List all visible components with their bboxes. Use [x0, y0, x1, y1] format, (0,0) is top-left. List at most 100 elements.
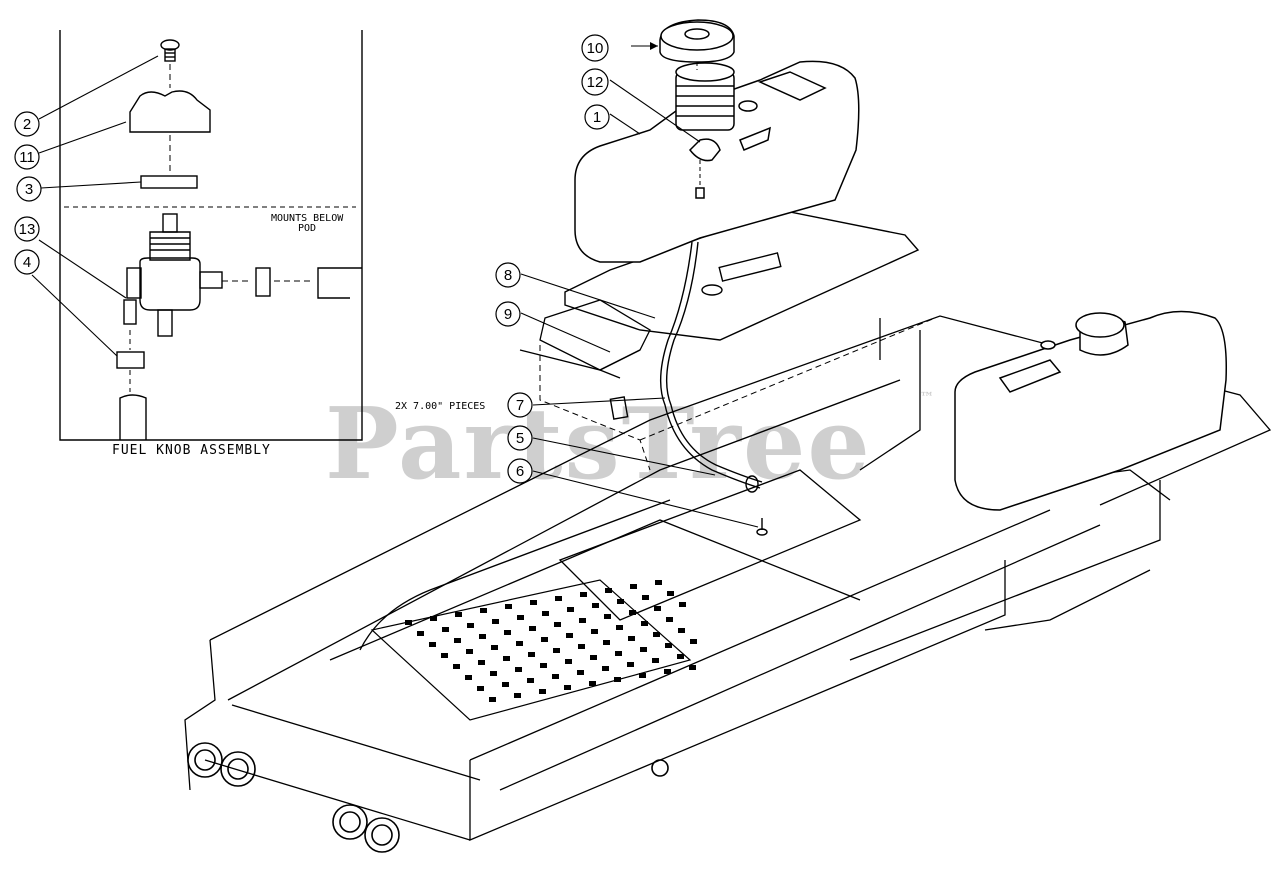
- deck-hole: [454, 638, 461, 643]
- callout-1[interactable]: 1: [584, 104, 610, 130]
- installed-fuel-tank: [954, 310, 1228, 511]
- fuel-knob-assembly-inset: [59, 30, 363, 441]
- callout-1-label: 1: [593, 109, 601, 126]
- deck-hole: [504, 630, 511, 635]
- pod-outline: [317, 267, 362, 299]
- deck-grid: [370, 579, 692, 721]
- callout-5[interactable]: 5: [507, 425, 533, 451]
- callout-6[interactable]: 6: [507, 458, 533, 484]
- deck-hole: [667, 591, 674, 596]
- deck-hole: [641, 621, 648, 626]
- deck-hole: [614, 677, 621, 682]
- deck-hole: [552, 674, 559, 679]
- deck-hole: [480, 608, 487, 613]
- deck-hole: [555, 596, 562, 601]
- deck-hole: [604, 614, 611, 619]
- deck-hole: [441, 653, 448, 658]
- deck-hole: [465, 675, 472, 680]
- deck-hole: [566, 633, 573, 638]
- inset-border: [59, 30, 363, 441]
- leader-lines: [31, 45, 759, 528]
- deck-hole: [577, 670, 584, 675]
- deck-hole: [455, 612, 462, 617]
- deck-hole: [565, 659, 572, 664]
- caster-front-right-outer: [332, 804, 368, 840]
- deck-hole: [603, 640, 610, 645]
- deck-hole: [527, 678, 534, 683]
- deck-hole: [516, 641, 523, 646]
- deck-hole: [666, 617, 673, 622]
- casters: [187, 742, 669, 853]
- deck-hole: [540, 663, 547, 668]
- callout-10[interactable]: 10: [581, 34, 609, 62]
- deck-holes: [405, 580, 697, 702]
- watermark-text: PartsTree: [325, 387, 872, 502]
- caster-front-left-inner: [220, 751, 256, 787]
- caster-front-right-inner: [364, 817, 400, 853]
- deck-hole: [492, 619, 499, 624]
- callout-7[interactable]: 7: [507, 392, 533, 418]
- callout-12[interactable]: 13: [14, 216, 40, 242]
- callout-11-label: 11: [19, 149, 35, 166]
- deck-hole: [629, 610, 636, 615]
- deck-hole: [430, 616, 437, 621]
- deck-hole: [542, 611, 549, 616]
- fuel-line-drawing: [609, 241, 768, 536]
- deck-hole: [591, 629, 598, 634]
- deck-hole: [554, 622, 561, 627]
- callout-4[interactable]: 4: [14, 249, 40, 275]
- deck-hole: [539, 689, 546, 694]
- pieces-annotation: 2X 7.00" PIECES: [395, 401, 485, 412]
- deck-hole: [467, 623, 474, 628]
- deck-hole: [579, 618, 586, 623]
- callout-3[interactable]: 3: [16, 176, 42, 202]
- deck-hole: [652, 658, 659, 663]
- deck-hole: [655, 580, 662, 585]
- deck-hole: [616, 625, 623, 630]
- clamp-drawing: [116, 351, 145, 369]
- deck-hole: [678, 628, 685, 633]
- callout-11[interactable]: 11: [14, 144, 40, 170]
- deck-hole: [529, 626, 536, 631]
- inset-title: FUEL KNOB ASSEMBLY: [112, 443, 271, 458]
- deck-hole: [689, 665, 696, 670]
- deck-hole: [590, 655, 597, 660]
- knob-drawing: [129, 90, 211, 133]
- deck-hole: [642, 595, 649, 600]
- deck-hole: [405, 620, 412, 625]
- deck-hole: [677, 654, 684, 659]
- deck-hole: [664, 669, 671, 674]
- deck-hole: [564, 685, 571, 690]
- deck-hole: [627, 662, 634, 667]
- deck-hole: [489, 697, 496, 702]
- deck-hole: [514, 693, 521, 698]
- callout-2[interactable]: 2: [14, 111, 40, 137]
- callout-8-label: 9: [504, 306, 512, 323]
- deck-hole: [567, 607, 574, 612]
- deck-hole: [628, 636, 635, 641]
- deck-hole: [505, 604, 512, 609]
- callout-13[interactable]: 12: [581, 68, 609, 96]
- deck-hole: [429, 642, 436, 647]
- deck-hole: [679, 602, 686, 607]
- deck-hole: [466, 649, 473, 654]
- deck-hole: [690, 639, 697, 644]
- deck-hole: [528, 652, 535, 657]
- caster-front-left-outer: [187, 742, 223, 778]
- callout-2-label: 2: [23, 116, 31, 133]
- callout-3-label: 3: [25, 181, 33, 198]
- callout-9-label: 8: [504, 267, 512, 284]
- deck-hole: [503, 656, 510, 661]
- callout-8[interactable]: 9: [495, 301, 521, 327]
- screw-drawing: [160, 39, 180, 62]
- callout-9[interactable]: 8: [495, 262, 521, 288]
- callout-12-label: 13: [19, 221, 36, 238]
- deck-hole: [515, 667, 522, 672]
- filler-neck-drawing: [675, 62, 735, 131]
- deck-hole: [639, 673, 646, 678]
- deck-hole: [592, 603, 599, 608]
- deck-hole: [541, 637, 548, 642]
- callout-13-label: 12: [587, 74, 604, 91]
- fuel-tank-drawing: [574, 60, 860, 263]
